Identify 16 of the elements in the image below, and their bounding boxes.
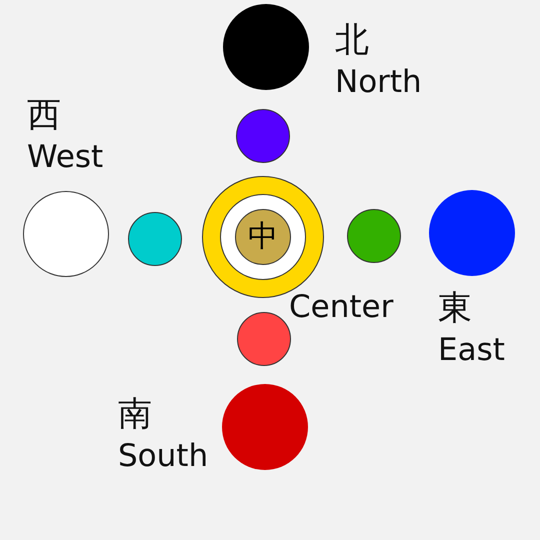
direction-label: West: [27, 140, 104, 174]
direction-label: Center: [289, 290, 394, 324]
circle: [236, 109, 290, 163]
direction-label: South: [118, 439, 208, 474]
circle: [220, 194, 306, 280]
circle: [347, 209, 401, 263]
center-character: 中: [248, 222, 278, 252]
direction-character: 東: [438, 290, 473, 328]
circle: [128, 212, 182, 266]
direction-character: 南: [118, 396, 153, 434]
direction-label: North: [335, 65, 422, 100]
circle: [237, 312, 291, 366]
center-disc: [235, 209, 291, 265]
direction-character: 北: [335, 22, 370, 60]
direction-character: 西: [27, 97, 62, 134]
direction-label: East: [438, 333, 505, 368]
